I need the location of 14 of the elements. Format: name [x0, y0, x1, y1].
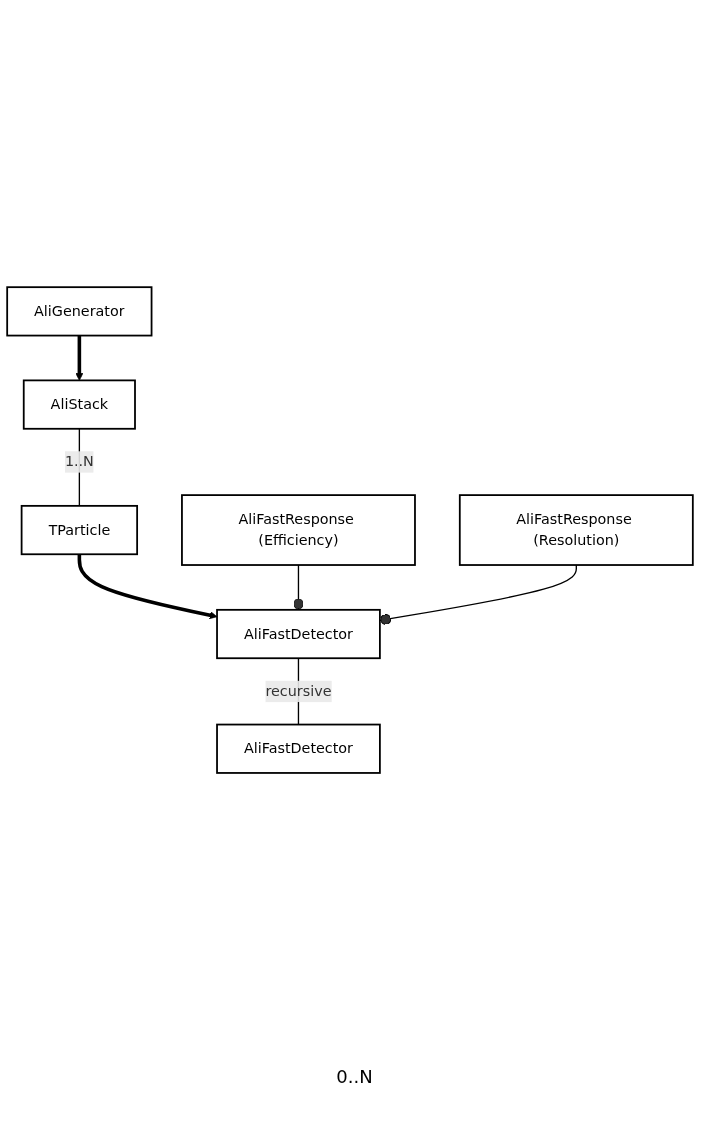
edge-label: recursive: [265, 682, 332, 700]
multiplicity-label: 0..N: [336, 1066, 373, 1087]
arrow: [75, 335, 84, 381]
node-box: AliFastResponse (Resolution): [458, 494, 694, 566]
node-box: AliGenerator: [6, 286, 153, 337]
connector: [293, 564, 304, 611]
node-box: TParticle: [20, 504, 139, 556]
edge-label: 1..N: [64, 452, 94, 470]
node-box: AliFastDetector: [216, 723, 381, 774]
node-box: AliStack: [22, 379, 136, 430]
node-box: AliFastResponse (Efficiency): [181, 494, 416, 566]
arrow: [77, 554, 218, 619]
connector: [379, 564, 577, 625]
node-box: AliFastDetector: [216, 608, 381, 660]
